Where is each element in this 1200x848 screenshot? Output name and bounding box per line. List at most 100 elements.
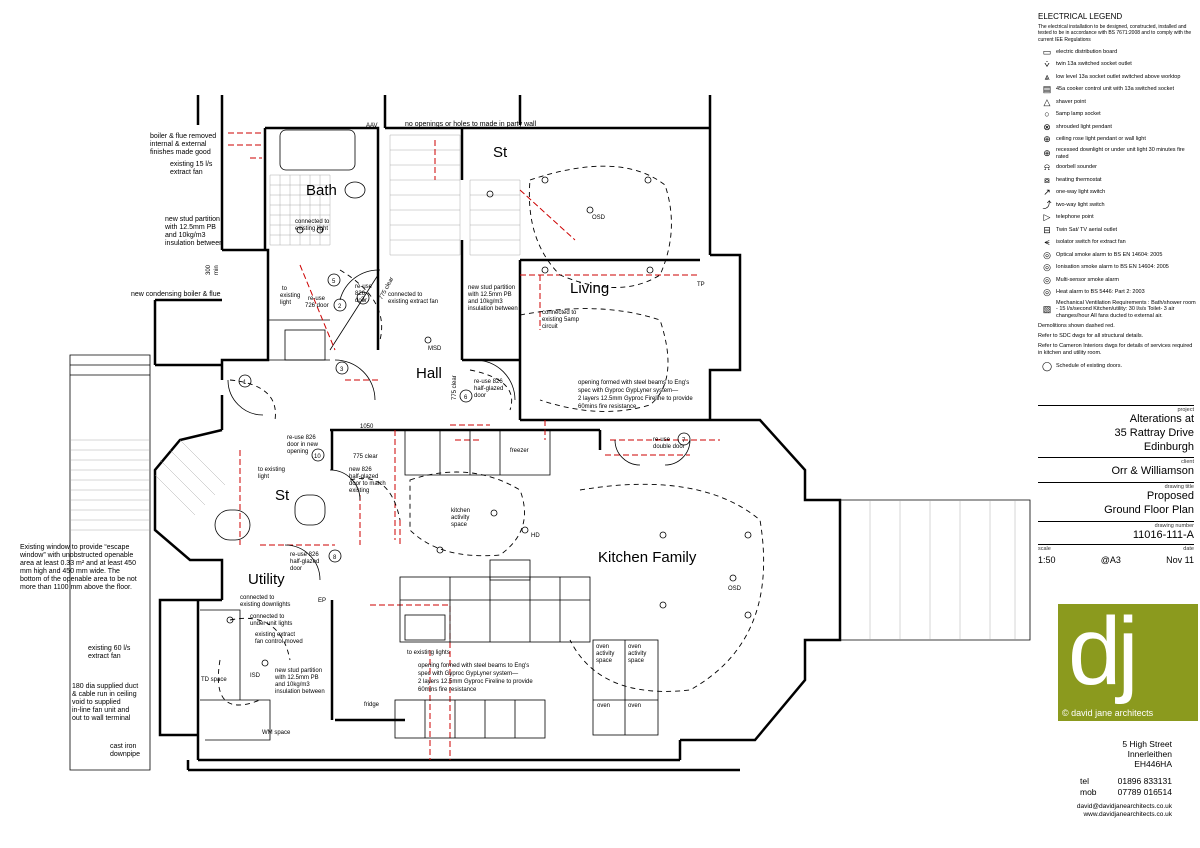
entrance-steps: [69, 354, 1031, 771]
legend-text: two-way light switch: [1056, 201, 1105, 208]
lamp-socket-icon: ○: [1044, 109, 1050, 120]
room-kitchen-family: Kitchen Family: [598, 549, 697, 566]
mob-number: 07789 016514: [1117, 786, 1172, 797]
legend-text: isolator switch for extract fan: [1056, 239, 1126, 246]
label-fridge: fridge: [364, 702, 380, 708]
cooker-control-icon: ▤: [1042, 84, 1052, 95]
legend-row-lamp-socket: ○ 5amp lamp socket: [1038, 109, 1198, 120]
door-schedule-icon: ◯: [1041, 360, 1053, 371]
legend-title: ELECTRICAL LEGEND: [1038, 12, 1123, 21]
tel-number: 01896 833131: [1117, 776, 1172, 786]
tv-outlet-icon: ⊟: [1043, 224, 1051, 235]
room-st-left: St: [275, 487, 290, 504]
note-beams-top: opening formed with steel beams to Eng's…: [578, 380, 693, 410]
legend-text: 45a cooker control unit with 13a switche…: [1056, 86, 1175, 93]
legend-row-ceiling-rose: ⊕ceiling rose light pendant or wall ligh…: [1038, 134, 1198, 145]
room-bath: Bath: [306, 182, 337, 199]
client-label: client: [1038, 457, 1194, 465]
scale-date-labels: scale date: [1038, 544, 1194, 552]
dim-300: 300: [206, 264, 212, 275]
logo-credit: © david jane architects: [1062, 708, 1154, 718]
twin-socket-icon: ⩒: [1044, 59, 1050, 70]
bath-tiles: [269, 129, 366, 246]
dim-min: min: [214, 265, 220, 275]
legend-row-distribution-board: ▭electric distribution board: [1038, 47, 1198, 58]
legend-row-low-socket: ⩓low level 13a socket outlet switched ab…: [1038, 72, 1198, 83]
light-symbols: [226, 176, 752, 667]
legend-intro: The electrical installation to be design…: [1038, 24, 1192, 43]
door-swings: [227, 269, 691, 581]
project-label: project: [1038, 405, 1194, 413]
email-link[interactable]: david@davidjanearchitects.co.uk: [1076, 803, 1172, 810]
demolition-lines: [228, 132, 720, 760]
mob-row: mob 07789 016514: [1060, 787, 1172, 798]
label-oven-2: oven: [628, 703, 641, 709]
label-freezer: freezer: [510, 448, 529, 454]
label-oven-1: oven: [597, 703, 610, 709]
date-label: date: [1183, 546, 1194, 553]
label-osd-kitchen: OSD: [728, 586, 742, 592]
drawing-number: 11016-111-A: [1132, 528, 1194, 541]
optical-smoke-icon: ◎: [1043, 249, 1051, 260]
low-socket-icon: ⩓: [1044, 71, 1050, 82]
electrical-legend: ELECTRICAL LEGEND The electrical install…: [1038, 12, 1198, 373]
doorbell-icon: ⍾: [1044, 162, 1050, 172]
door-marker-3b: 3: [340, 367, 344, 373]
door-marker-10: 10: [314, 454, 321, 460]
kitchen-units: [200, 329, 659, 741]
two-way-switch-icon: ⤴: [1042, 199, 1052, 210]
downlight-icon: ⊕: [1043, 148, 1051, 159]
legend-text: telephone point: [1056, 214, 1094, 221]
note-duct-180: 180 dia supplied duct& cable run in ceil…: [72, 683, 138, 722]
legend-row-downlight: ⊕recessed downlight or under unit light …: [1038, 147, 1198, 161]
legend-text: twin 13a switched socket outlet: [1056, 61, 1132, 68]
note-beams-bottom: opening formed with steel beams to Eng's…: [418, 663, 533, 693]
door-marker-3a: 3: [361, 297, 365, 303]
door-marker-1: 1: [243, 380, 247, 386]
project-name-3: Edinburgh: [1143, 440, 1194, 453]
label-msd: MSD: [428, 346, 442, 352]
legend-row-ionisation-smoke: ◎Ionisation smoke alarm to BS EN 14604: …: [1038, 262, 1198, 273]
drawing-title-label: drawing title: [1038, 482, 1194, 490]
legend-text: ceiling rose light pendant or wall light: [1056, 136, 1146, 143]
scale-date-values: 1:50 @A3 Nov 11: [1038, 555, 1194, 565]
drawing-number-label: drawing number: [1038, 520, 1194, 529]
legend-row-shrouded-pendant: ⊗shrouded light pendant: [1038, 122, 1198, 133]
legend-row-optical-smoke: ◎Optical smoke alarm to BS EN 14604: 200…: [1038, 250, 1198, 261]
multi-sensor-icon: ◎: [1043, 274, 1051, 285]
legend-row-cooker-control: ▤ 45a cooker control unit with 13a switch…: [1038, 84, 1198, 95]
label-wm-space: WM space: [262, 730, 291, 736]
legend-row-isolator-switch: ⪪isolator switch for extract fan: [1038, 237, 1198, 248]
ionisation-smoke-icon: ◎: [1043, 262, 1051, 272]
note-to-existing-lights: to existing lights: [407, 650, 450, 656]
room-labels: Bath St Living Hall St Utility Kitchen F…: [248, 144, 697, 588]
legend-text: 5amp lamp socket: [1056, 111, 1101, 118]
legend-row-two-way-switch: ⤴ two-way light switch: [1038, 200, 1198, 211]
label-hd: HD: [531, 533, 540, 539]
logo-text: dj: [1068, 598, 1139, 705]
shrouded-pendant-icon: ⊗: [1043, 121, 1051, 132]
legend-text: Heat alarm to BS 5446: Part 2: 2003: [1056, 289, 1145, 296]
date-value: Nov 11: [1166, 555, 1194, 566]
legend-text: Twin Sat/ TV aerial outlet: [1056, 226, 1118, 233]
legend-row-thermostat: ⧇heating thermostat: [1038, 175, 1198, 186]
legend-note-services: Refer to Cameron Interiors dwgs for deta…: [1038, 342, 1193, 356]
tel-row: tel 01896 833131: [1060, 776, 1172, 787]
website-link[interactable]: www.davidjanearchitects.co.uk: [1083, 811, 1172, 819]
note-condensing-boiler: new condensing boiler & flue: [131, 291, 221, 298]
drawing-title-1: Proposed: [1146, 490, 1194, 502]
legend-row-heat-alarm: ◎Heat alarm to BS 5446: Part 2: 2003: [1038, 287, 1198, 298]
room-hall: Hall: [416, 365, 442, 382]
door-markers: 1 2 3 3 5 6 7 8 10: [238, 273, 691, 563]
